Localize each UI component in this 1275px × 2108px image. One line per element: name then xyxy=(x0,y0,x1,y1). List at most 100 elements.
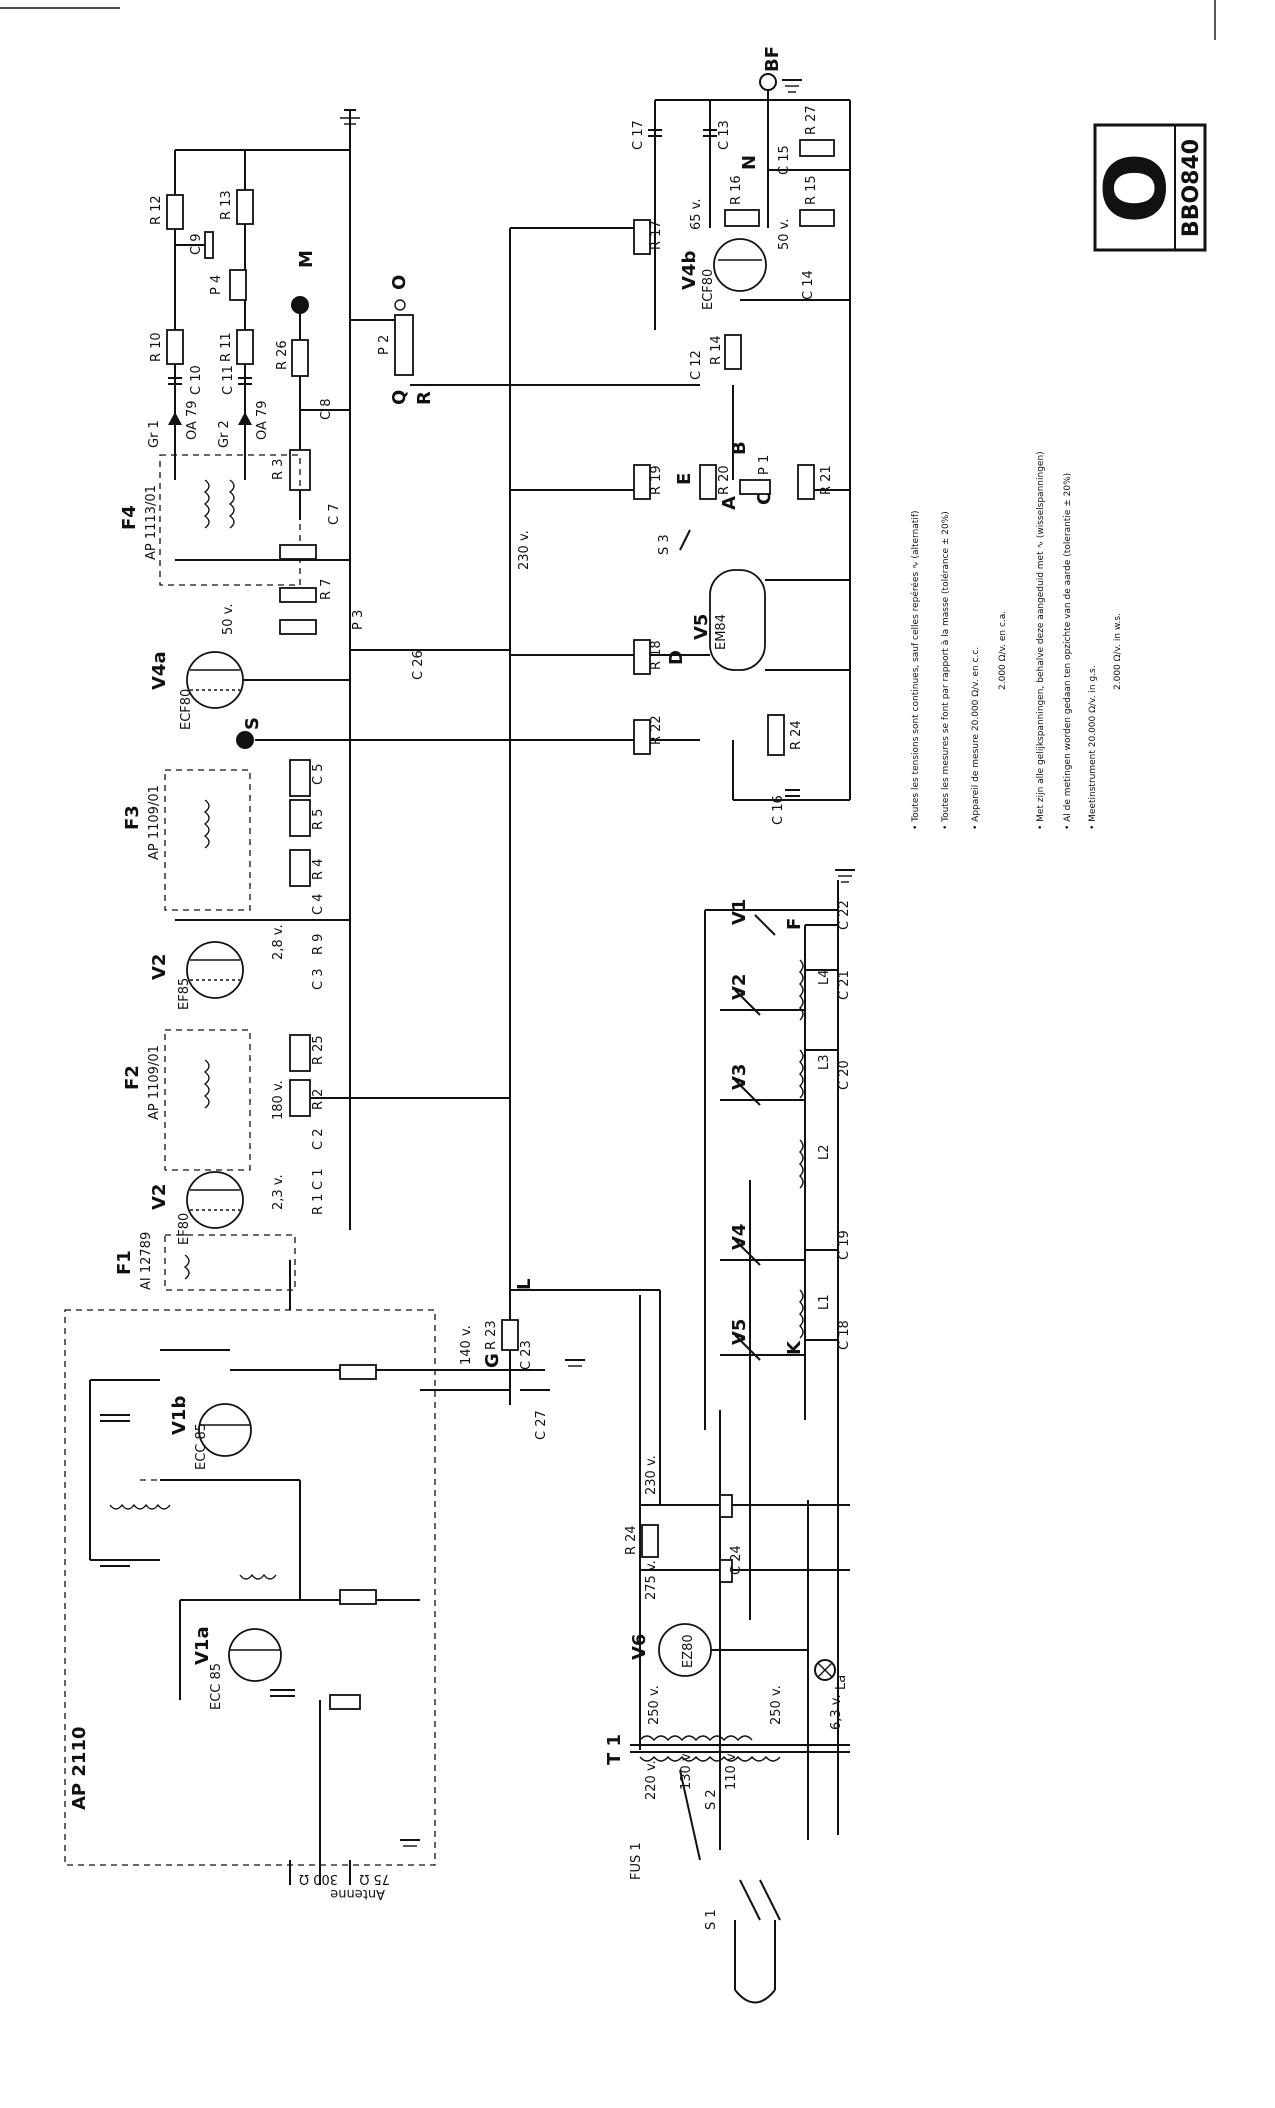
v-50b: 50 v. xyxy=(777,219,792,251)
c14-label: C 14 xyxy=(801,270,816,300)
gr2-type: OA 79 xyxy=(255,400,270,440)
c3-label: C 3 xyxy=(311,969,326,990)
af-stage: R 12 R 13 R 10 R 11 C 9 P 4 C 10 C 11 Gr… xyxy=(147,149,700,520)
tp-g-label: G xyxy=(482,1353,503,1368)
fuse-body xyxy=(679,1769,701,1861)
v4b-audio-stage: BF C 17 C 13 N R 17 65 v. R 16 R 15 R 27… xyxy=(631,46,850,480)
r19-label: R 19 xyxy=(649,465,664,495)
tp-f-label: F xyxy=(784,918,805,930)
rails xyxy=(340,99,851,1850)
r27-resistor xyxy=(799,139,835,157)
tp-k-label: K xyxy=(784,1340,805,1355)
test-point-bf xyxy=(759,73,777,91)
c2-label: C 2 xyxy=(311,1129,326,1150)
c23-label: C 23 xyxy=(519,1340,534,1370)
f3-name: F3 xyxy=(122,805,143,830)
note-8: 2.000 Ω/v. in w.s. xyxy=(1113,613,1123,690)
r27-label: R 27 xyxy=(804,105,819,135)
f2-filter-block: F2 AP 1109/01 R 25 R 2 180 v. C 2 xyxy=(122,1029,510,1171)
inductor-l4 xyxy=(799,959,804,1021)
r15-label: R 15 xyxy=(804,175,819,205)
v-110: 110 v. xyxy=(724,1750,739,1790)
switch-v4: V4 xyxy=(729,1224,750,1250)
switch-v2: V2 xyxy=(729,974,750,1000)
r16-resistor xyxy=(724,209,760,227)
c7-label: C 7 xyxy=(327,504,342,525)
tp-a-label: A xyxy=(719,496,740,510)
v3-name: V2 xyxy=(149,954,170,980)
fuse-label: FUS 1 xyxy=(629,1842,644,1880)
tp-l-label: L xyxy=(514,1279,535,1290)
v1a-type: ECC 85 xyxy=(209,1663,224,1710)
r4-resistor xyxy=(289,849,311,887)
v-50: 50 v. xyxy=(221,604,236,636)
v6-type: EZ80 xyxy=(681,1634,696,1668)
c11-label: C 11 xyxy=(221,365,236,395)
gr2-diode xyxy=(238,412,252,425)
p1-label: P 1 xyxy=(757,455,772,475)
v1a-name: V1a xyxy=(192,1626,213,1665)
v-63: 6,3 v. xyxy=(829,1694,844,1730)
c9-label: C 9 xyxy=(189,234,204,255)
r18-resistor xyxy=(633,639,651,675)
r14-label: R 14 xyxy=(709,335,724,365)
r20-resistor xyxy=(699,464,717,500)
v4a-type: ECF80 xyxy=(179,689,194,730)
c22-label: C 22 xyxy=(837,900,852,930)
v5-tuning-stage: R 19 E R 20 A B C P 1 R 21 S 3 V5 EM84 R… xyxy=(510,441,850,825)
f1-filter-block: F1 AI 12789 xyxy=(114,1232,296,1310)
inductor-l2 xyxy=(799,1139,804,1189)
r15-resistor xyxy=(799,209,835,227)
r23-resistor xyxy=(501,1319,519,1351)
v4b-name: V4b xyxy=(679,251,700,290)
s1-label: S 1 xyxy=(704,1909,719,1930)
c17-label: C 17 xyxy=(631,120,646,150)
v1b-type: ECC 85 xyxy=(194,1423,209,1470)
c27-label: C 27 xyxy=(534,1410,549,1440)
v-220: 220 v. xyxy=(644,1760,659,1800)
r22-label: R 22 xyxy=(649,715,664,745)
r7-resistor xyxy=(279,544,317,560)
r5-label: R 5 xyxy=(311,809,326,830)
c15-label: C 15 xyxy=(777,145,792,175)
rf-resistor-a xyxy=(339,1589,377,1605)
r1-label: R 1 xyxy=(311,1194,326,1215)
r8-resistor xyxy=(279,619,317,635)
r5-resistor xyxy=(289,799,311,837)
electrolytic-a xyxy=(719,1494,733,1518)
rf-resistor-b xyxy=(339,1364,377,1380)
mains-plug xyxy=(734,1989,776,2004)
r12-label: R 12 xyxy=(149,195,164,225)
v-275: 275 v. xyxy=(644,1560,659,1600)
r11-label: R 11 xyxy=(219,332,234,362)
v5-tube xyxy=(709,569,766,671)
f4-name: F4 xyxy=(119,505,140,530)
s3-label: S 3 xyxy=(657,534,672,555)
rf-module-block: AP 2110 V1b ECC 85 V1a ECC 85 xyxy=(64,1309,474,1901)
l2-label: L2 xyxy=(817,1144,832,1160)
r24-resistor xyxy=(767,714,785,756)
rf-resistor-c xyxy=(329,1694,361,1710)
r13-label: R 13 xyxy=(219,190,234,220)
switch-v5: V5 xyxy=(729,1319,750,1345)
r17-label: R 17 xyxy=(649,220,664,250)
note-5: • Met zijn alle gelijkspanningen, behalv… xyxy=(1036,451,1046,830)
r18-label: R 18 xyxy=(649,640,664,670)
note-1: • Toutes les tensions sont continues, sa… xyxy=(910,511,921,831)
f1-name: F1 xyxy=(114,1250,135,1275)
test-point-s xyxy=(236,731,254,749)
v-65: 65 v. xyxy=(689,199,704,231)
f1-part: AI 12789 xyxy=(139,1232,154,1290)
v-23: 2,3 v. xyxy=(271,1174,286,1210)
v4b-type: ECF80 xyxy=(701,269,716,310)
tp-r-label: R xyxy=(414,391,435,405)
c5-label: C 5 xyxy=(311,764,326,785)
c9-capacitor xyxy=(204,231,214,259)
note-3: • Appareil de mesure 20.000 Ω/v. en c.c. xyxy=(971,647,981,830)
p4-pot xyxy=(229,269,247,301)
v-28: 2,8 v. xyxy=(271,924,286,960)
r16-label: R 16 xyxy=(729,175,744,205)
v4a-name: V4a xyxy=(149,651,170,690)
tp-m-label: M xyxy=(296,250,317,268)
lamp-label: La xyxy=(834,1675,849,1690)
